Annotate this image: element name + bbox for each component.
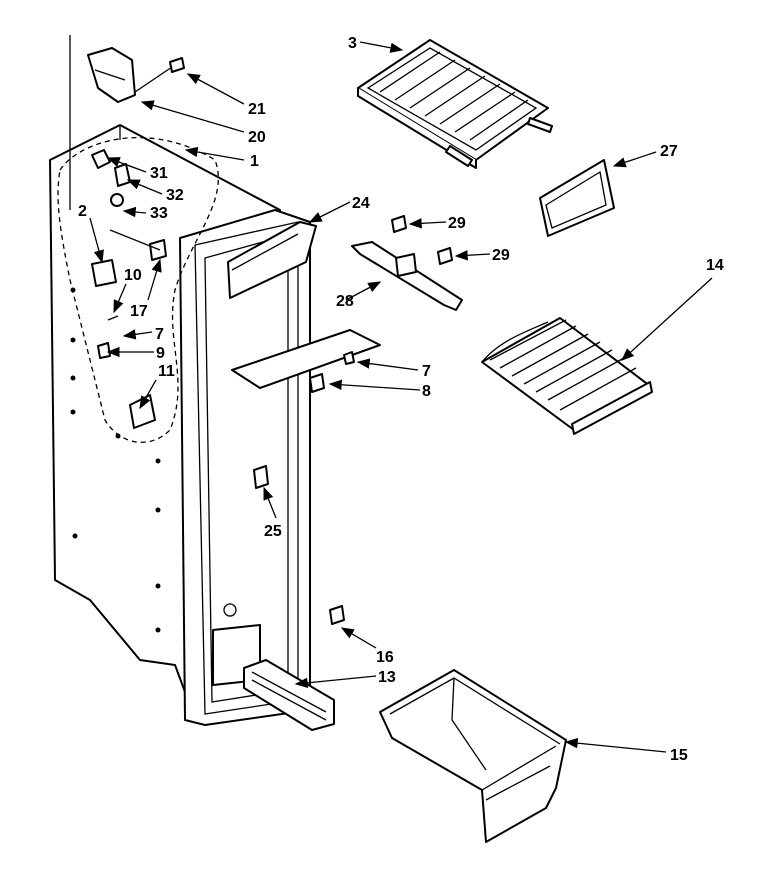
light-shield: [227, 221, 317, 299]
callout-31: 31: [150, 165, 168, 182]
callout-2: 2: [78, 203, 87, 220]
callout-7-right: 7: [422, 363, 431, 380]
ice-bin: [379, 669, 567, 843]
callout-29-upper: 29: [448, 215, 466, 232]
shelf-trim: [539, 159, 615, 237]
callout-3: 3: [348, 35, 357, 52]
callout-28: 28: [336, 293, 354, 310]
callout-25: 25: [264, 523, 282, 540]
mounting-holes: [70, 287, 161, 633]
light-socket: [253, 465, 269, 489]
wire-shelf: [481, 317, 653, 435]
callout-27: 27: [660, 143, 678, 160]
shelf-upper: [357, 39, 553, 169]
grille-screw: [329, 605, 345, 625]
bracket-screws: [391, 215, 453, 265]
callout-32: 32: [166, 187, 184, 204]
callout-labels: 3 21 20 1 31 32 33 2 10 17 7 9 11 24 27 …: [78, 35, 724, 764]
callout-33: 33: [150, 205, 168, 222]
callout-29-lower: 29: [492, 247, 510, 264]
callout-17: 17: [130, 303, 148, 320]
callout-10: 10: [124, 267, 142, 284]
callout-8: 8: [422, 383, 431, 400]
shelf-bracket: [351, 241, 463, 311]
callout-15: 15: [670, 747, 688, 764]
leader-lines: [89, 41, 713, 753]
hinge-bracket: [87, 47, 136, 103]
callout-7-left: 7: [155, 326, 164, 343]
callout-20: 20: [248, 129, 266, 146]
callout-14: 14: [706, 257, 724, 274]
callout-1: 1: [250, 153, 259, 170]
callout-11: 11: [158, 363, 175, 380]
callout-9: 9: [156, 345, 165, 362]
hinge-screw: [134, 57, 185, 93]
callout-21: 21: [248, 101, 266, 118]
label-plate: [231, 329, 381, 393]
callout-16: 16: [376, 649, 394, 666]
callout-24: 24: [352, 195, 370, 212]
toe-grille: [243, 659, 335, 731]
callout-13: 13: [378, 669, 396, 686]
